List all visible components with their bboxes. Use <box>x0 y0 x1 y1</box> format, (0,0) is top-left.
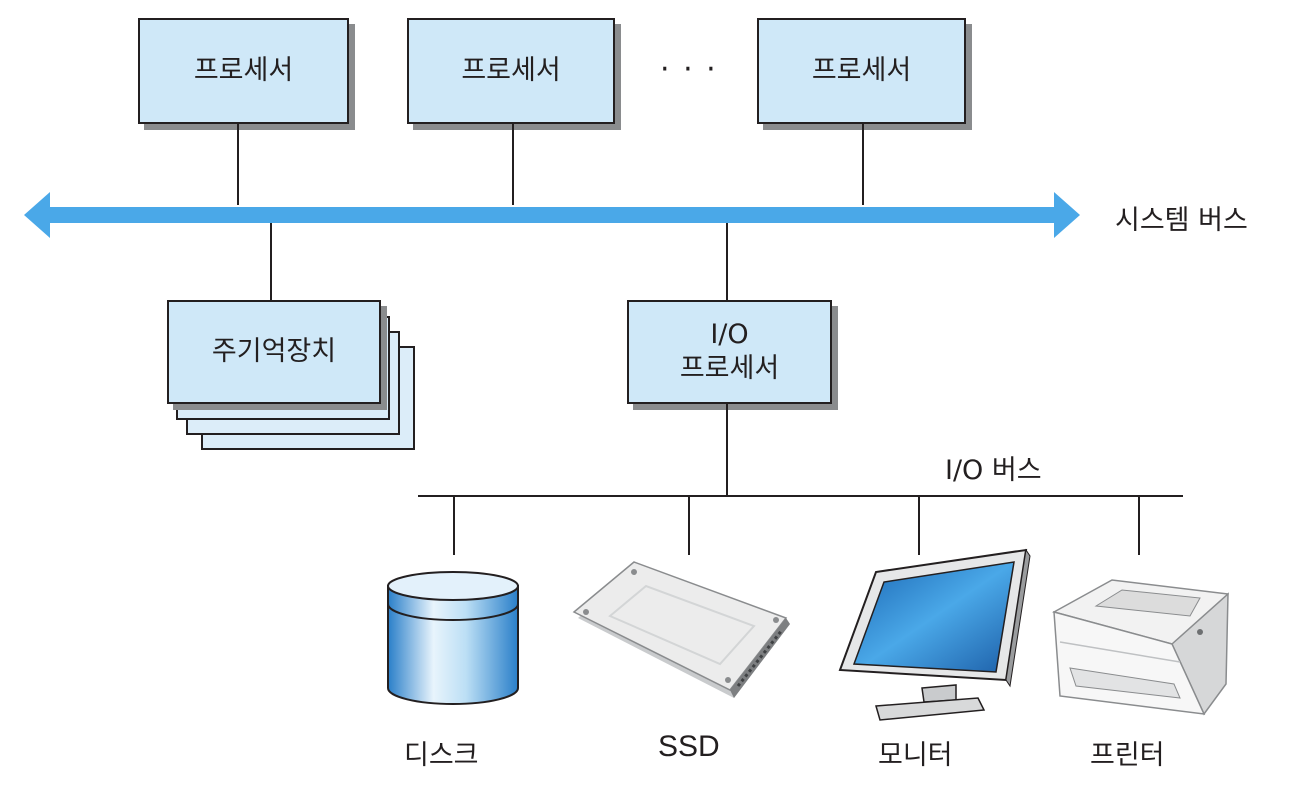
system-bus-label: 시스템 버스 <box>1115 205 1248 236</box>
io-bus-line <box>418 495 1183 497</box>
monitor-icon <box>838 548 1031 721</box>
processor-box-3: 프로세서 <box>757 18 966 124</box>
device-connector <box>688 495 690 555</box>
io-processor-line1: I/O <box>710 319 749 351</box>
ssd-icon <box>572 561 790 698</box>
io-bus-connector <box>726 404 728 496</box>
device-label-disk: 디스크 <box>404 740 479 771</box>
processor-label: 프로세서 <box>461 55 561 87</box>
printer-icon <box>1052 579 1229 716</box>
io-bus-label: I/O 버스 <box>945 455 1042 486</box>
ellipsis: · · · <box>660 52 718 87</box>
processor-label: 프로세서 <box>193 55 294 87</box>
io-processor-connector <box>726 223 728 300</box>
processor-connector <box>512 124 514 205</box>
device-connector <box>1138 495 1140 555</box>
device-label-monitor: 모니터 <box>878 740 953 771</box>
io-processor-box: I/O 프로세서 <box>627 300 832 404</box>
processor-connector <box>237 124 239 205</box>
device-connector <box>453 495 455 555</box>
processor-connector <box>862 124 864 205</box>
device-connector <box>918 495 920 555</box>
main-memory-box: 주기억장치 <box>167 300 381 404</box>
device-label-ssd: SSD <box>658 730 720 763</box>
memory-connector <box>270 223 272 300</box>
processor-label: 프로세서 <box>811 55 912 87</box>
processor-box-2: 프로세서 <box>407 18 615 124</box>
processor-box-1: 프로세서 <box>138 18 349 124</box>
device-label-printer: 프린터 <box>1090 740 1165 771</box>
main-memory-label: 주기억장치 <box>211 336 337 368</box>
io-processor-line2: 프로세서 <box>679 353 780 384</box>
disk-icon <box>387 571 519 705</box>
